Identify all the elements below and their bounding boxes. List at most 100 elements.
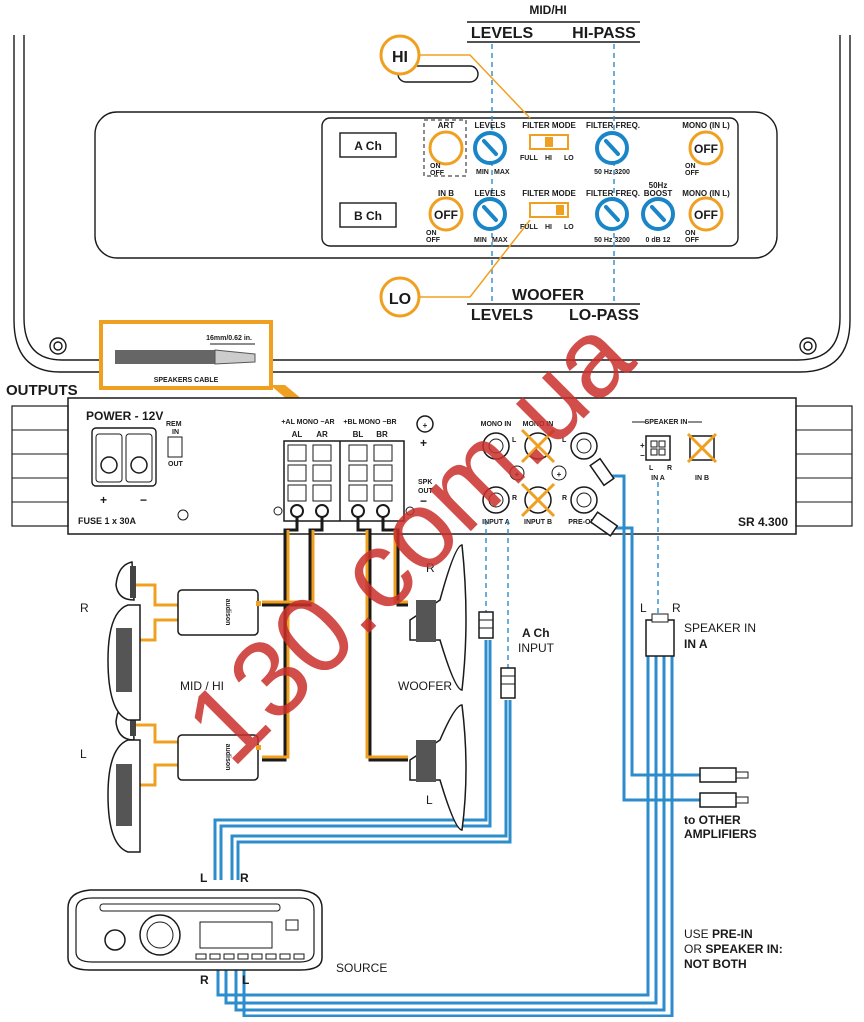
b-filter-mode-label: FILTER MODE: [522, 189, 576, 198]
source-head-unit: [67, 889, 323, 971]
art-dashed-box: [423, 119, 467, 177]
svg-text:LO: LO: [389, 291, 411, 308]
amplifiers-label: AMPLIFIERS: [684, 827, 757, 841]
mono-in-a-label: MONO IN: [481, 421, 512, 428]
bl-label: BL: [353, 430, 364, 439]
b-lo-label: LO: [564, 224, 574, 231]
speaker-in-minus: −: [640, 451, 645, 460]
b-mono-label: MONO (IN L): [682, 189, 730, 198]
a-filter-mode-label: FILTER MODE: [522, 121, 576, 130]
speaker-wires: [262, 517, 408, 762]
speaker-in-a-connector[interactable]: [645, 435, 671, 461]
top-headings: MID/HI LEVELS HI-PASS WOOFER LEVELS LO-P…: [467, 3, 640, 324]
hipass-heading: HI-PASS: [572, 25, 636, 42]
spk-plus2: +: [420, 436, 427, 450]
use-note-line3: NOT BOTH: [684, 957, 747, 971]
mid-hi-label: MID / HI: [180, 679, 224, 693]
power-plus: +: [100, 493, 107, 507]
boost-freq-label: 50Hz: [649, 181, 668, 190]
a-mono-off-label: OFF: [685, 170, 700, 177]
crossover-l-brand: audison: [224, 744, 231, 771]
speaker-in-a-label: IN A: [651, 475, 665, 482]
a-lo-label: LO: [564, 155, 574, 162]
rem-in-label: IN: [172, 429, 179, 436]
b-hi-label: HI: [545, 224, 552, 231]
spk-plus-icon: [416, 415, 434, 433]
plus-icon: [551, 465, 567, 481]
br-label: BR: [376, 430, 388, 439]
speaker-in-plug-l: L: [640, 601, 647, 615]
woofer-label: WOOFER: [398, 679, 452, 693]
to-other-label: to OTHER: [684, 813, 741, 827]
speaker-in-plug: [645, 613, 675, 657]
speaker-in-b-label: IN B: [695, 475, 709, 482]
b-mono-off: OFF: [694, 208, 718, 222]
source-l-top: L: [200, 871, 207, 885]
art-button[interactable]: [428, 130, 464, 166]
al-ar-header: +AL MONO −AR: [281, 419, 334, 426]
woofer-r-label: R: [426, 561, 435, 575]
hi-badge: HI: [379, 34, 531, 119]
levels-bottom-heading: LEVELS: [471, 307, 534, 324]
power-minus: −: [140, 493, 147, 507]
boost-label: BOOST: [644, 189, 673, 198]
speaker-l-label: L: [80, 747, 87, 761]
woofer-r: [409, 544, 467, 691]
input-b-l: L: [512, 437, 517, 444]
lo-badge: LO: [379, 219, 531, 318]
al-label: AL: [292, 430, 303, 439]
midrange-l: [107, 739, 141, 853]
art-off-label: OFF: [430, 170, 445, 177]
b-channel-label: B Ch: [354, 209, 382, 223]
pre-out-r: R: [562, 495, 567, 502]
b-mono-button[interactable]: [688, 196, 724, 232]
signal-wires: [213, 474, 700, 1018]
screw-icon: [273, 506, 283, 516]
b-levels-max: MAX: [492, 237, 508, 244]
in-b-off: OFF: [434, 208, 458, 222]
crossover-r-brand: audison: [224, 599, 231, 626]
speaker-in-plug-r: R: [672, 601, 681, 615]
b-channel-label-box: [339, 202, 397, 228]
source-r-top: R: [240, 871, 249, 885]
spk-plus: +: [423, 421, 428, 430]
in-b-button[interactable]: [428, 196, 464, 232]
speaker-in-wiring-in-a: IN A: [684, 637, 708, 651]
rca-plus-a: +: [515, 470, 520, 479]
rca-plus-b: +: [557, 470, 562, 479]
a-mono-button[interactable]: [688, 130, 724, 166]
mono-in-b-label: MONO IN: [523, 421, 554, 428]
b-levels-min: MIN: [474, 237, 487, 244]
source-label: SOURCE: [336, 961, 387, 975]
crossover-r: audison: [177, 589, 261, 636]
b-full-label: FULL: [520, 224, 539, 231]
a-channel-label-box: [339, 132, 397, 158]
pre-out-l: L: [562, 437, 567, 444]
b-freq-range: 50 Hz 3200: [594, 237, 630, 244]
speaker-terminal-block[interactable]: [283, 440, 405, 522]
tweeter-r: [115, 561, 136, 601]
rca-plug-input-a-l: [478, 611, 494, 639]
a-levels-min: MIN: [476, 169, 489, 176]
bl-br-header: +BL MONO −BR: [343, 419, 396, 426]
screw-icon: [405, 506, 415, 516]
a-mono-off: OFF: [694, 142, 718, 156]
power-label: POWER - 12V: [86, 409, 163, 423]
speaker-in-wiring-label: SPEAKER IN: [684, 621, 756, 635]
pre-out-label: PRE-OUT: [568, 519, 600, 526]
woofer-heading: WOOFER: [512, 287, 584, 304]
a-levels-max: MAX: [494, 169, 510, 176]
svg-text:HI: HI: [392, 49, 408, 66]
input-b-r: R: [512, 495, 517, 502]
midhi-heading: MID/HI: [529, 3, 566, 17]
use-note-line2: OR SPEAKER IN:: [684, 942, 783, 956]
input-a-label: INPUT A: [482, 519, 510, 526]
rca-plug-pre-out-r: [589, 511, 619, 537]
midrange-r: [107, 604, 141, 721]
crossover-l: audison: [177, 734, 261, 781]
rca-plug-pre-out-l: [589, 457, 615, 487]
rem-connector[interactable]: [167, 436, 183, 458]
speaker-in-header: SPEAKER IN: [645, 419, 688, 426]
art-on-label: ON: [430, 163, 441, 170]
